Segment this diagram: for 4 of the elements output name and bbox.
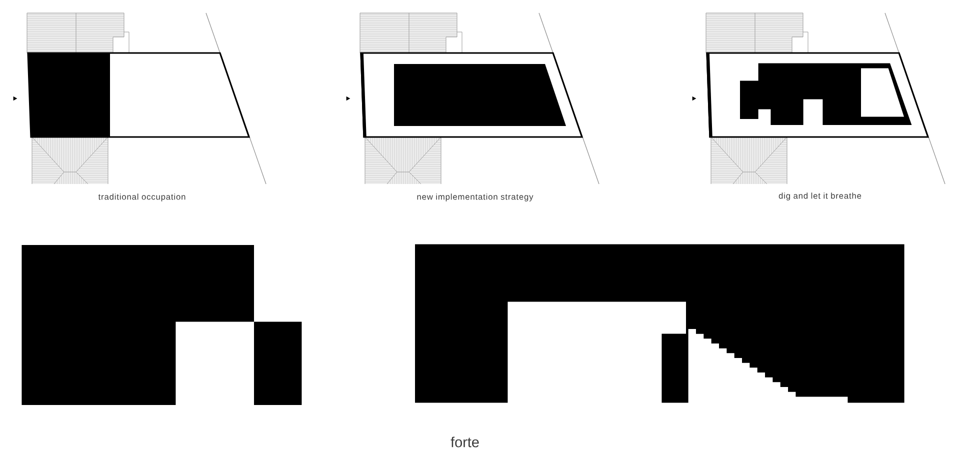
caption: traditional occupation — [98, 194, 186, 202]
caption: forte — [450, 436, 479, 448]
caption: dig and let it breathe — [778, 192, 862, 200]
caption: new implementation strategy — [417, 194, 534, 202]
